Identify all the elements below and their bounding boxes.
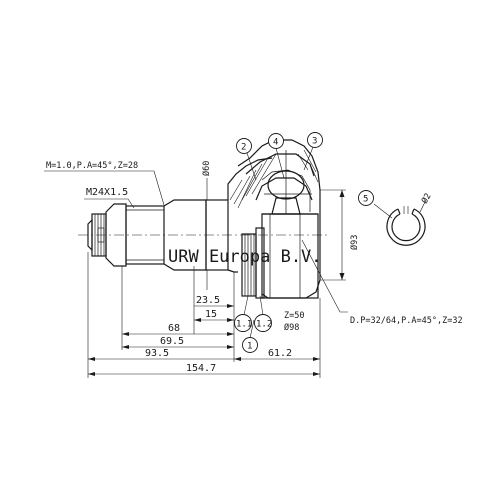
thread-spec-label: M=1.0,P.A=45°,Z=28 [46, 161, 138, 171]
part-bubble-3: 3 [307, 132, 323, 148]
abs-ring-teeth-label: Z=50 [284, 311, 304, 321]
abs-ring-diameter-label: Ø98 [284, 322, 299, 333]
part-bubble-1: 1 [242, 337, 258, 353]
dim-diameter-93 [320, 189, 346, 281]
dim-93-5-label: 93.5 [145, 348, 169, 359]
dim-15-label: 15 [205, 309, 217, 320]
shaft-diameter-label: Ø60 [201, 161, 212, 176]
dim-23-5-label: 23.5 [196, 295, 220, 306]
dim-61-2-label: 61.2 [268, 348, 292, 359]
threaded-stub [87, 203, 127, 267]
retaining-clip-detail [373, 199, 427, 246]
part-bubble-1-1: 1.1 [234, 314, 252, 332]
spline-spec-label: D.P=32/64,P.A=45°,Z=32 [350, 316, 463, 326]
dim-69-5-label: 69.5 [160, 336, 184, 347]
svg-text:1.1: 1.1 [236, 320, 252, 330]
abs-ring [241, 227, 265, 299]
bell-diameter-label: Ø93 [349, 235, 360, 250]
clip-diameter-label: Ø2 [419, 191, 434, 205]
callout-leaders [44, 146, 348, 339]
bell-housing [237, 139, 321, 299]
part-bubble-2: 2 [236, 138, 252, 154]
part-bubble-4: 4 [268, 133, 284, 149]
svg-text:1: 1 [247, 342, 252, 352]
svg-text:5: 5 [363, 195, 368, 205]
dim-lines [88, 304, 320, 376]
dim-extension-lines [87, 252, 321, 378]
svg-text:2: 2 [241, 143, 246, 153]
part-bubble-5: 5 [358, 190, 374, 206]
thread-size-label: M24X1.5 [86, 187, 128, 198]
svg-text:4: 4 [273, 138, 278, 148]
housing-section-hatch [229, 149, 319, 209]
svg-text:1.2: 1.2 [256, 320, 272, 330]
svg-text:3: 3 [312, 137, 317, 147]
dim-154-7-label: 154.7 [186, 363, 216, 374]
watermark: URW Europa B.V. [168, 247, 322, 267]
part-bubble-1-2: 1.2 [254, 314, 272, 332]
dim-68-label: 68 [168, 323, 180, 334]
